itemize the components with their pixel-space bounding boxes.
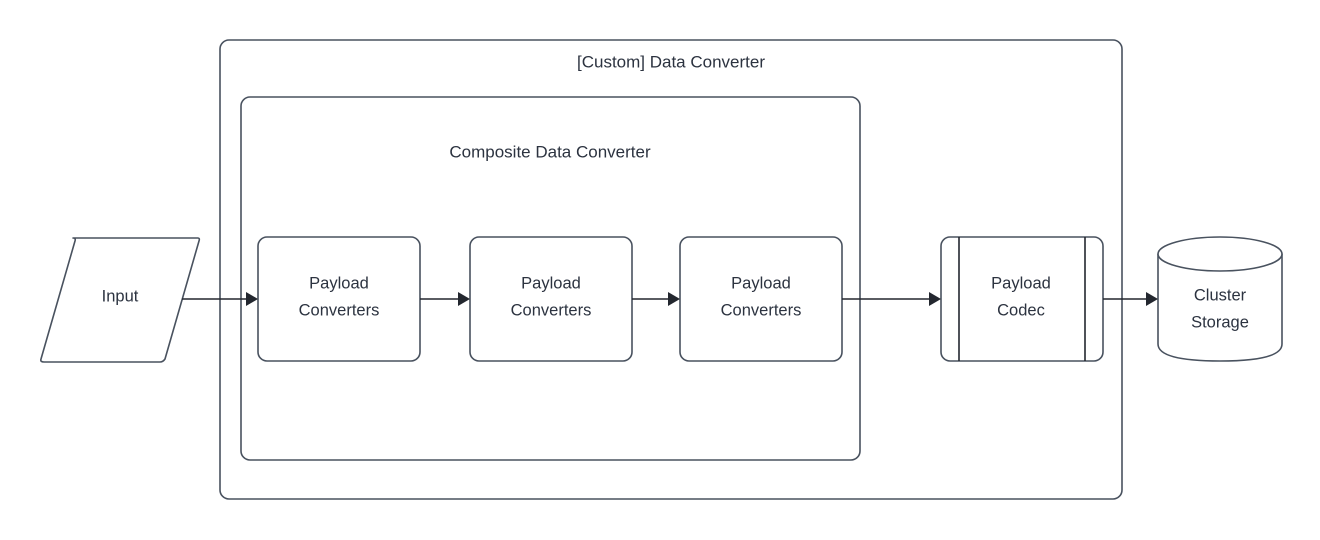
cluster-storage-top-ellipse xyxy=(1157,236,1283,272)
payload-converters-1-shape xyxy=(257,236,421,362)
payload-codec-label-line2: Codec xyxy=(997,301,1045,319)
node-payload-codec[interactable]: Payload Codec xyxy=(940,236,1104,362)
payload-converters-1-label-line2: Converters xyxy=(299,301,380,319)
cluster-storage-body xyxy=(1157,253,1283,362)
node-payload-converters-2[interactable]: Payload Converters xyxy=(469,236,633,362)
composite-data-converter-label: Composite Data Converter xyxy=(449,142,651,161)
payload-codec-label-line1: Payload xyxy=(991,274,1051,292)
connector-codec-to-storage xyxy=(1103,292,1158,306)
payload-converters-3-shape xyxy=(679,236,843,362)
container-custom-data-converter[interactable]: [Custom] Data Converter xyxy=(219,39,1123,500)
custom-data-converter-label: [Custom] Data Converter xyxy=(577,52,765,71)
connector-codec-to-storage-arrowhead xyxy=(1146,292,1158,306)
node-payload-converters-1[interactable]: Payload Converters xyxy=(257,236,421,362)
cluster-storage-label-line2: Storage xyxy=(1191,313,1249,331)
composite-data-converter-border xyxy=(240,96,861,461)
input-label: Input xyxy=(102,287,139,305)
connector-pc1-to-pc2-arrowhead xyxy=(458,292,470,306)
payload-converters-3-label-line1: Payload xyxy=(731,274,791,292)
payload-codec-shape xyxy=(940,236,1104,362)
payload-converters-2-shape xyxy=(469,236,633,362)
node-input[interactable]: Input xyxy=(40,237,201,363)
connector-input-to-pc1 xyxy=(182,292,258,306)
payload-converters-2-label-line1: Payload xyxy=(521,274,581,292)
container-composite-data-converter[interactable]: Composite Data Converter xyxy=(240,96,861,461)
custom-data-converter-border xyxy=(219,39,1123,500)
connector-pc2-to-pc3-arrowhead xyxy=(668,292,680,306)
connector-pc1-to-pc2 xyxy=(420,292,470,306)
payload-converters-2-label-line2: Converters xyxy=(511,301,592,319)
connector-pc3-to-codec xyxy=(842,292,941,306)
connector-input-to-pc1-arrowhead xyxy=(246,292,258,306)
node-payload-converters-3[interactable]: Payload Converters xyxy=(679,236,843,362)
connector-pc3-to-codec-arrowhead xyxy=(929,292,941,306)
payload-converters-1-label-line1: Payload xyxy=(309,274,369,292)
connector-pc2-to-pc3 xyxy=(632,292,680,306)
node-cluster-storage[interactable]: Cluster Storage xyxy=(1157,236,1283,362)
cluster-storage-label-line1: Cluster xyxy=(1194,286,1247,304)
payload-converters-3-label-line2: Converters xyxy=(721,301,802,319)
input-shape xyxy=(40,237,201,363)
